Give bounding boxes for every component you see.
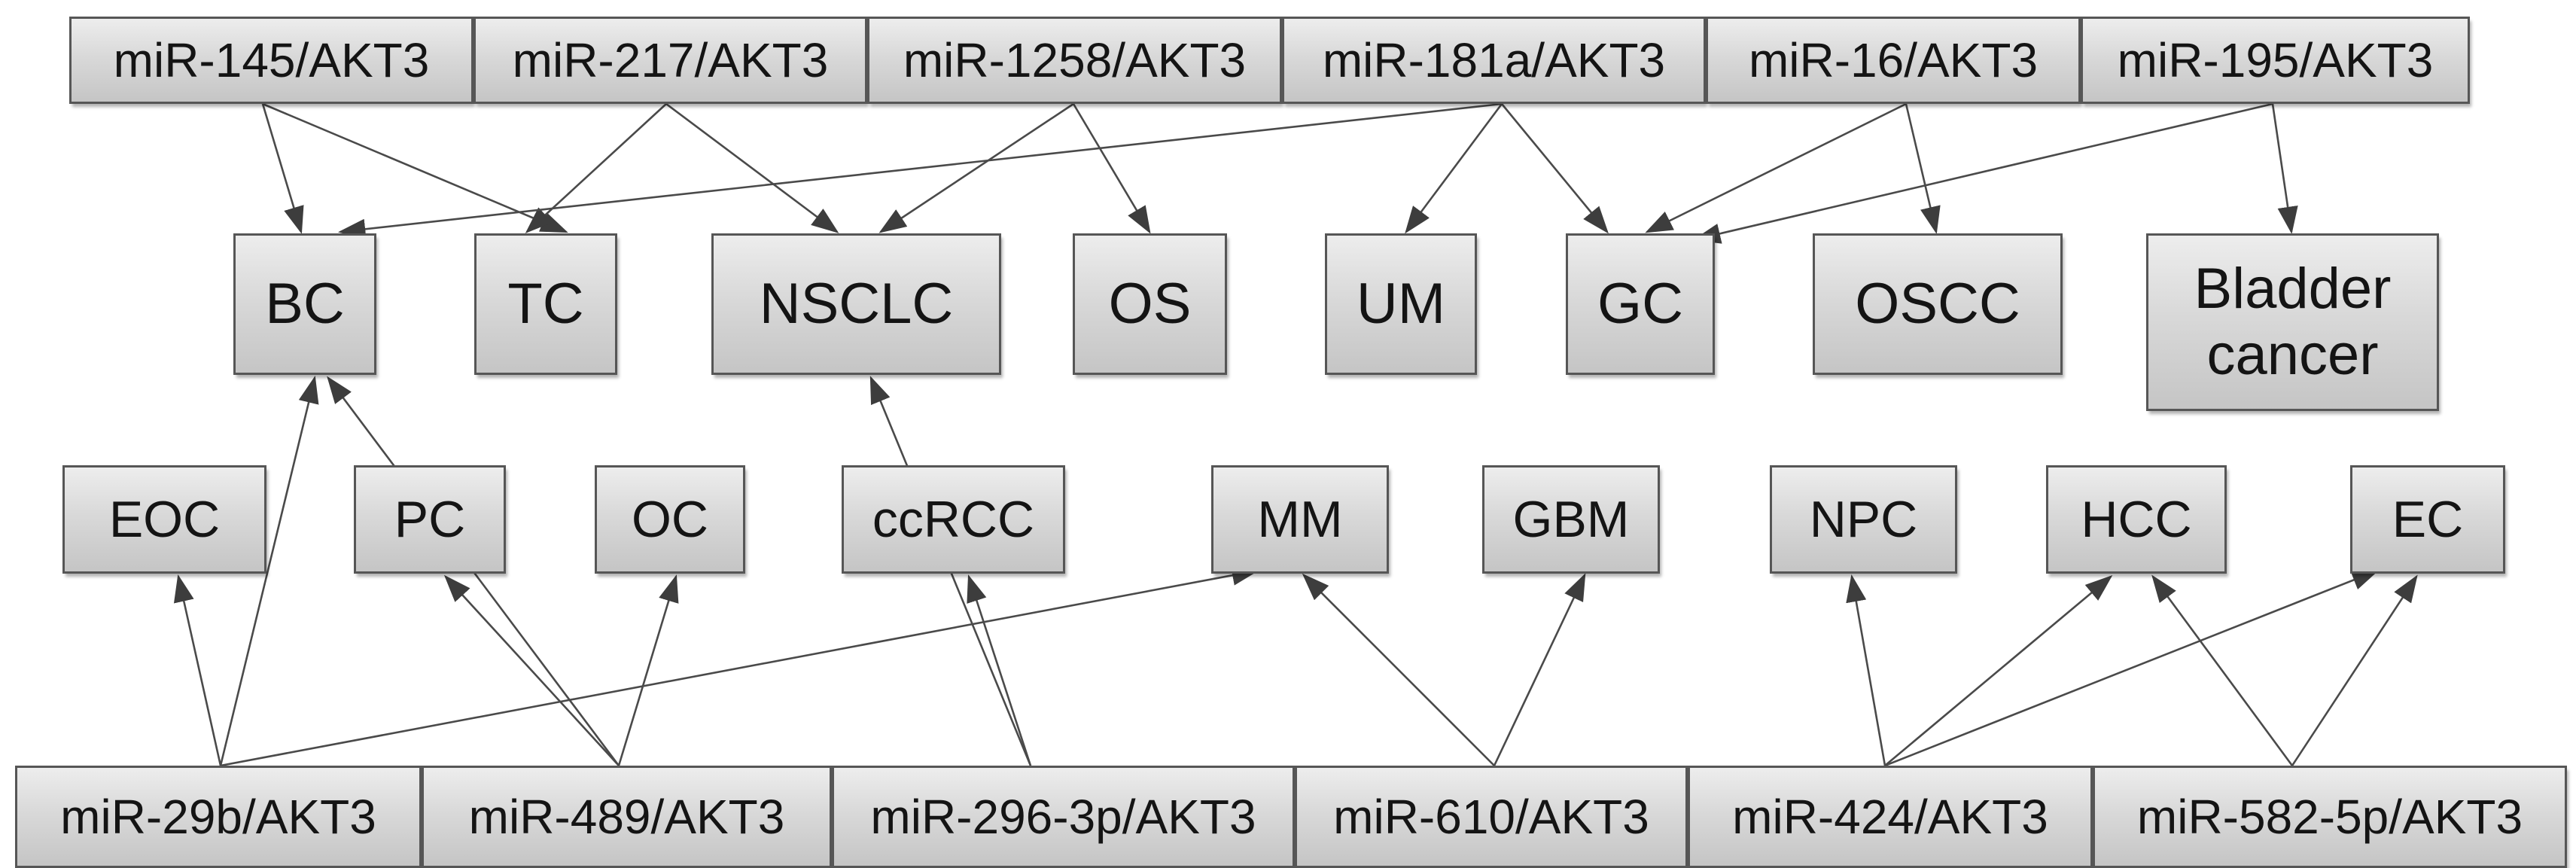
arrow-mir-296-3p-akt3-to-ccrcc — [967, 574, 1032, 766]
node-label-mir-296-3p-akt3: miR-296-3p/AKT3 — [870, 789, 1256, 844]
arrow-mir-145-akt3-to-tc — [262, 102, 568, 233]
node-bc: BC — [233, 233, 376, 375]
arrow-mir-424-akt3-to-hcc — [1884, 575, 2113, 766]
node-mir-195-akt3: miR-195/AKT3 — [2081, 17, 2470, 104]
arrow-mir-489-akt3-to-oc — [617, 574, 679, 766]
arrow-mir-489-akt3-to-pc — [443, 574, 620, 766]
node-label-ec: EC — [2392, 490, 2464, 548]
arrow-mir-29b-akt3-to-bc — [219, 376, 319, 766]
node-label-pc: PC — [394, 490, 466, 548]
node-oscc: OSCC — [1813, 233, 2063, 375]
node-label-um: UM — [1356, 271, 1446, 336]
node-mir-1258-akt3: miR-1258/AKT3 — [867, 17, 1282, 104]
node-label-mir-29b-akt3: miR-29b/AKT3 — [60, 789, 376, 844]
node-mir-29b-akt3: miR-29b/AKT3 — [15, 766, 422, 868]
node-oc: OC — [595, 465, 745, 574]
node-mir-145-akt3: miR-145/AKT3 — [69, 17, 473, 104]
node-gc: GC — [1566, 233, 1715, 375]
node-label-tc: TC — [507, 271, 584, 336]
node-npc: NPC — [1770, 465, 1957, 574]
arrow-mir-16-akt3-to-oscc — [1905, 103, 1941, 234]
node-label-mir-16-akt3: miR-16/AKT3 — [1748, 32, 2039, 87]
arrow-mir-181a-akt3-to-gc — [1500, 103, 1609, 234]
arrow-mir-181a-akt3-to-bc — [337, 102, 1503, 239]
arrow-mir-181a-akt3-to-um — [1405, 103, 1503, 234]
arrow-mir-582-5p-akt3-to-hcc — [2151, 574, 2294, 766]
node-mir-424-akt3: miR-424/AKT3 — [1688, 766, 2093, 868]
node-mir-181a-akt3: miR-181a/AKT3 — [1282, 17, 1706, 104]
node-os: OS — [1073, 233, 1227, 375]
node-hcc: HCC — [2046, 465, 2227, 574]
node-label-mir-181a-akt3: miR-181a/AKT3 — [1322, 32, 1666, 87]
node-label-oc: OC — [632, 490, 708, 548]
node-label-mir-610-akt3: miR-610/AKT3 — [1333, 789, 1649, 844]
arrow-mir-1258-akt3-to-nsclc — [878, 102, 1074, 233]
arrow-mir-610-akt3-to-mm — [1302, 573, 1495, 766]
node-label-mir-217-akt3: miR-217/AKT3 — [512, 32, 829, 87]
arrow-mir-217-akt3-to-nsclc — [665, 102, 839, 233]
arrow-mir-29b-akt3-to-eoc — [173, 574, 222, 766]
node-label-eoc: EOC — [108, 490, 221, 548]
node-ccrcc: ccRCC — [842, 465, 1065, 574]
node-pc: PC — [354, 465, 506, 574]
node-label-gbm: GBM — [1512, 490, 1630, 548]
node-mir-489-akt3: miR-489/AKT3 — [422, 766, 832, 868]
arrow-mir-145-akt3-to-bc — [261, 103, 304, 234]
node-label-gc: GC — [1597, 271, 1683, 336]
node-mir-610-akt3: miR-610/AKT3 — [1295, 766, 1688, 868]
node-nsclc: NSCLC — [711, 233, 1001, 375]
node-bladder-cancer: Bladder cancer — [2146, 233, 2439, 411]
node-label-mir-145-akt3: miR-145/AKT3 — [113, 32, 430, 87]
node-label-ccrcc: ccRCC — [872, 490, 1035, 548]
arrow-mir-16-akt3-to-gc — [1645, 102, 1907, 233]
node-label-mir-489-akt3: miR-489/AKT3 — [468, 789, 785, 844]
arrow-mir-424-akt3-to-ec — [1884, 569, 2380, 767]
node-label-mm: MM — [1257, 490, 1343, 548]
node-tc: TC — [474, 233, 617, 375]
node-label-hcc: HCC — [2081, 490, 2192, 548]
node-label-oscc: OSCC — [1855, 271, 2020, 336]
node-eoc: EOC — [62, 465, 266, 574]
node-gbm: GBM — [1482, 465, 1660, 574]
node-mir-296-3p-akt3: miR-296-3p/AKT3 — [832, 766, 1295, 868]
node-mir-217-akt3: miR-217/AKT3 — [473, 17, 867, 104]
node-um: UM — [1325, 233, 1477, 375]
node-label-npc: NPC — [1809, 490, 1918, 548]
arrow-mir-1258-akt3-to-os — [1072, 103, 1151, 234]
node-label-mir-195-akt3: miR-195/AKT3 — [2117, 32, 2434, 87]
arrow-mir-195-akt3-to-bladder-cancer — [2271, 103, 2298, 235]
node-label-os: OS — [1108, 271, 1192, 336]
arrow-mir-195-akt3-to-gc — [1693, 102, 2273, 244]
node-label-mir-582-5p-akt3: miR-582-5p/AKT3 — [2136, 789, 2523, 844]
arrow-mir-29b-akt3-to-mm — [220, 565, 1259, 767]
arrow-mir-217-akt3-to-tc — [525, 103, 667, 234]
node-label-nsclc: NSCLC — [759, 271, 954, 336]
node-mm: MM — [1211, 465, 1389, 574]
node-ec: EC — [2350, 465, 2505, 574]
node-label-bc: BC — [265, 271, 345, 336]
arrow-mir-424-akt3-to-npc — [1846, 574, 1886, 766]
node-mir-16-akt3: miR-16/AKT3 — [1706, 17, 2081, 104]
node-label-bladder-cancer: Bladder cancer — [2194, 256, 2392, 387]
node-label-mir-1258-akt3: miR-1258/AKT3 — [903, 32, 1247, 87]
node-mir-582-5p-akt3: miR-582-5p/AKT3 — [2093, 766, 2567, 868]
arrow-mir-582-5p-akt3-to-ec — [2291, 574, 2418, 766]
arrow-mir-610-akt3-to-gbm — [1493, 573, 1586, 766]
node-label-mir-424-akt3: miR-424/AKT3 — [1732, 789, 2048, 844]
